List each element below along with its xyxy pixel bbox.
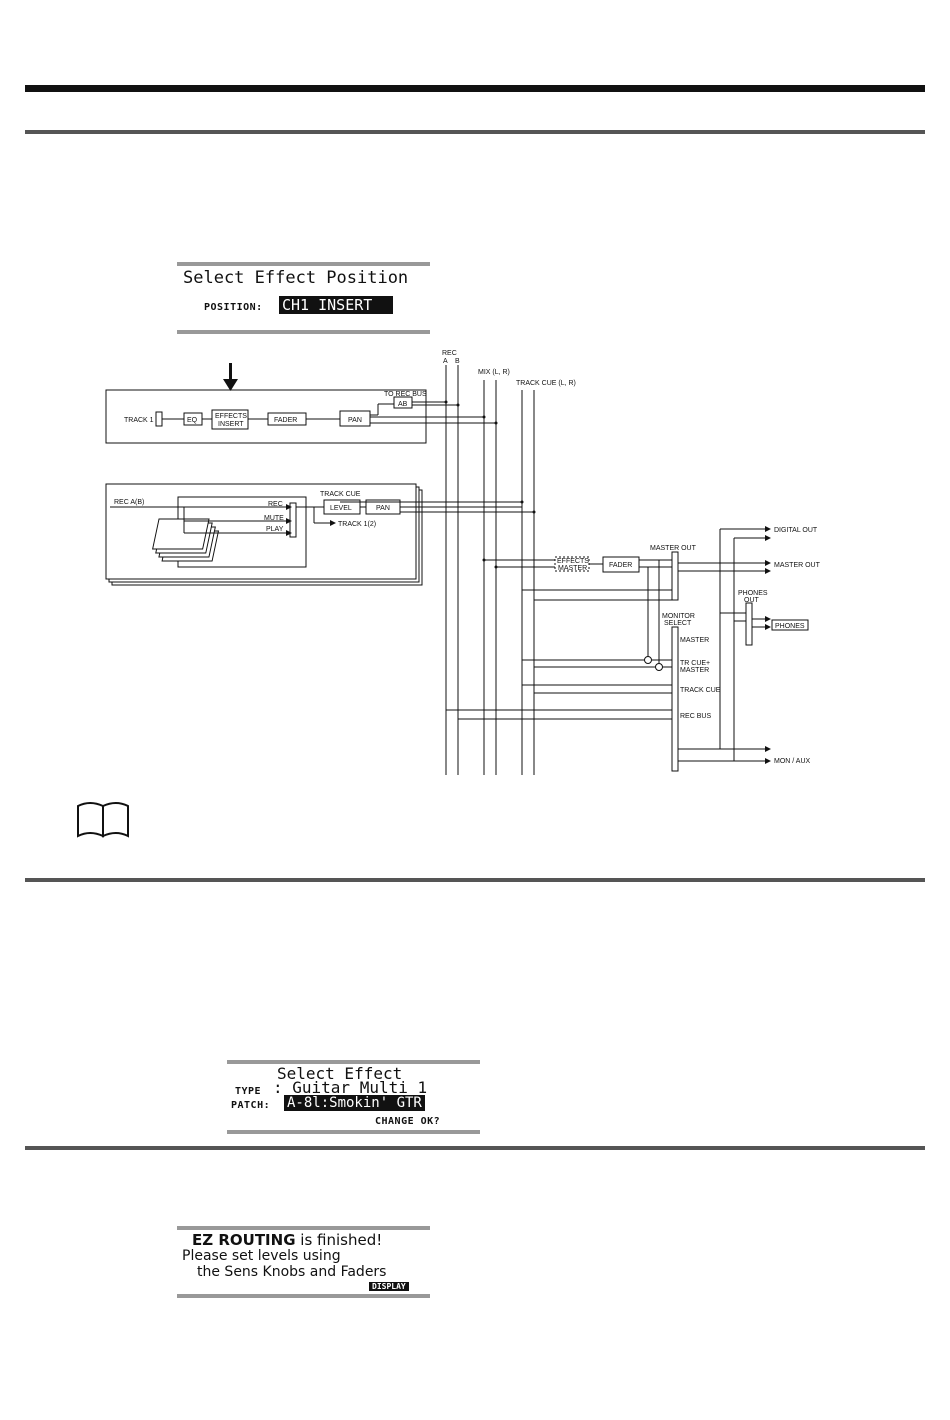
change-ok-prompt: CHANGE OK? (375, 1116, 441, 1127)
lcd-frame-bottom (177, 330, 430, 334)
to-rec-bus-label: TO REC BUS (384, 391, 427, 398)
lcd-frame-top (177, 1226, 430, 1230)
finished-text: is finished! (295, 1231, 383, 1249)
position-label: POSITION: (204, 302, 263, 313)
lcd-title: Select Effect (277, 1064, 403, 1083)
pan-label: PAN (348, 417, 362, 424)
master-out-bus-label: MASTER OUT (650, 545, 697, 552)
select-track-cue-label: TRACK CUE (680, 687, 721, 694)
levels-line: Please set levels using (182, 1248, 341, 1264)
lcd-frame-top (227, 1060, 480, 1064)
mon-aux-label: MON / AUX (774, 758, 811, 765)
rec-b-label: B (455, 358, 460, 365)
ab-label: AB (398, 401, 408, 408)
signal-flow-diagram: REC A B MIX (L, R) TRACK CUE (L, R) TO R… (105, 350, 821, 775)
section-rule-1 (25, 130, 925, 134)
type-label: TYPE (235, 1086, 262, 1097)
monitor-select-label-2: SELECT (664, 620, 692, 627)
phones-label: PHONES (775, 623, 805, 630)
track1-label: TRACK 1 (124, 417, 154, 424)
lcd-frame-bottom (227, 1130, 480, 1134)
section-rule-2 (25, 878, 925, 882)
rec-a-label: A (443, 358, 448, 365)
rec-input-label: REC (268, 501, 283, 508)
fader-label: FADER (274, 417, 297, 424)
lcd-frame-bottom (177, 1294, 430, 1298)
track-cue-bus-label: TRACK CUE (L, R) (516, 380, 576, 387)
lcd-frame-top (177, 262, 430, 266)
pan2-label: PAN (376, 505, 390, 512)
position-value: CH1 INSERT (279, 296, 394, 314)
insert-label: INSERT (218, 421, 244, 428)
mix-bus-label: MIX (L, R) (478, 369, 510, 376)
effects-label: EFFECTS (215, 413, 247, 420)
sens-knobs-line: the Sens Knobs and Faders (197, 1264, 387, 1280)
rec-bus-label: REC (442, 350, 457, 357)
select-trcue-label-1: TR CUE+ (680, 660, 710, 667)
ez-routing-line: EZ ROUTING is finished! (192, 1231, 382, 1249)
ez-routing-title: EZ ROUTING (192, 1231, 296, 1249)
section-rule-3 (25, 1146, 925, 1150)
play-input-label: PLAY (266, 526, 284, 533)
master-fader-label: FADER (609, 562, 632, 569)
monitor-select-label-1: MONITOR (662, 613, 695, 620)
eq-label: EQ (187, 417, 198, 424)
phones-out-label-2: OUT (744, 597, 760, 604)
select-master-label: MASTER (680, 637, 709, 644)
track1-2-label: TRACK 1(2) (338, 521, 376, 528)
select-trcue-label-2: MASTER (680, 667, 709, 674)
select-rec-bus-label: REC BUS (680, 713, 711, 720)
book-icon (77, 802, 129, 838)
level-label: LEVEL (330, 505, 352, 512)
display-button: DISPLAY (369, 1282, 409, 1291)
lcd-ez-routing-finished: EZ ROUTING is finished! Please set level… (177, 1226, 430, 1298)
lcd-title: Select Effect Position (183, 268, 409, 288)
patch-label: PATCH: (231, 1100, 271, 1111)
mute-input-label: MUTE (264, 515, 284, 522)
master-out-label: MASTER OUT (774, 562, 821, 569)
phones-out-label-1: PHONES (738, 590, 768, 597)
header-rule (25, 85, 925, 92)
patch-value: A-8l:Smokin' GTR (284, 1095, 425, 1111)
effects-master-label-2: MASTER (558, 565, 587, 572)
type-value: : Guitar Multi 1 (273, 1078, 428, 1097)
track-cue-label: TRACK CUE (320, 491, 361, 498)
lcd-select-effect: Select Effect TYPE : Guitar Multi 1 PATC… (227, 1060, 480, 1134)
rec-ab-label: REC A(B) (114, 499, 144, 506)
digital-out-label: DIGITAL OUT (774, 527, 818, 534)
lcd-select-effect-position: Select Effect Position POSITION: CH1 INS… (177, 262, 430, 334)
effects-master-label-1: EFFECTS (557, 558, 589, 565)
